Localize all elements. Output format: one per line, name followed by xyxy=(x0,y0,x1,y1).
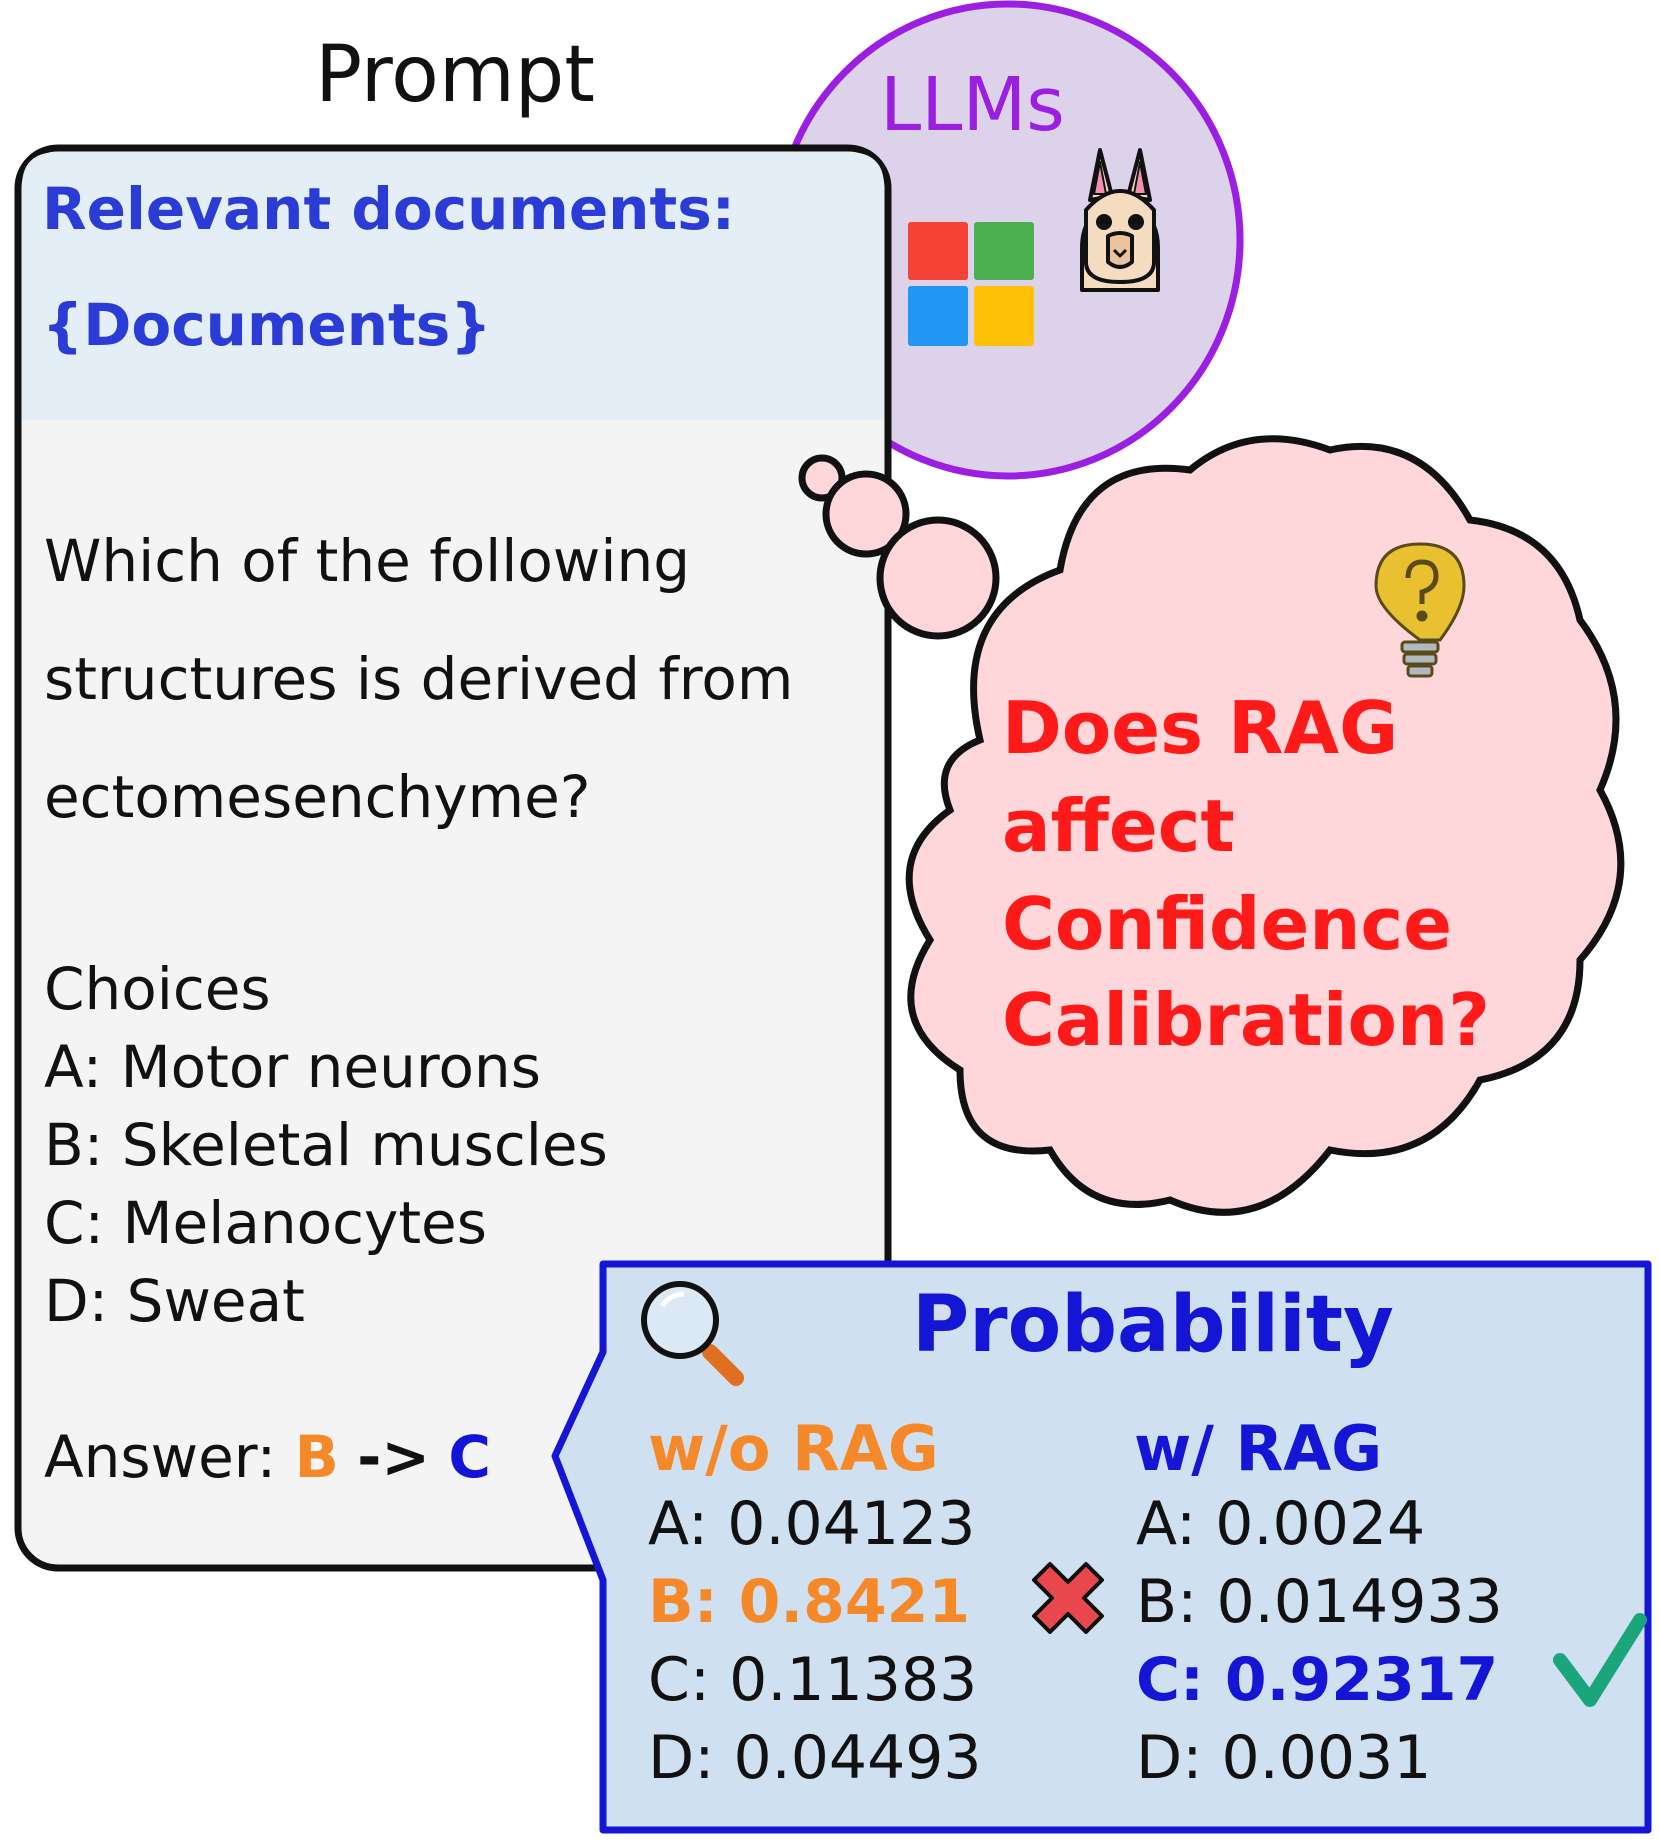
lightbulb-question-icon xyxy=(1374,542,1466,678)
red-cross-icon xyxy=(1032,1562,1104,1634)
magnifier-icon xyxy=(641,1281,744,1386)
prompt-title: Prompt xyxy=(315,30,595,120)
relevant-documents-label: Relevant documents: xyxy=(42,175,735,243)
without-rag-value: D: 0.04493 xyxy=(648,1723,982,1793)
documents-placeholder: {Documents} xyxy=(42,291,492,359)
choice-item: C: Melanocytes xyxy=(44,1189,487,1257)
with-rag-value: B: 0.014933 xyxy=(1136,1567,1503,1637)
answer-before: B xyxy=(294,1423,339,1491)
probability-title: Probability xyxy=(912,1280,1394,1370)
question-line: Which of the following xyxy=(44,527,691,595)
choice-item: A: Motor neurons xyxy=(44,1033,541,1101)
cloud-question-line: affect xyxy=(1002,784,1235,868)
probability-panel xyxy=(551,1260,1652,1834)
with-rag-value: D: 0.0031 xyxy=(1136,1723,1432,1793)
without-rag-value: A: 0.04123 xyxy=(648,1489,976,1559)
answer-after: C xyxy=(448,1423,491,1491)
without-rag-value: C: 0.11383 xyxy=(648,1645,978,1715)
choice-item: D: Sweat xyxy=(44,1267,305,1335)
windows-logo-icon xyxy=(908,222,1034,346)
with-rag-header: w/ RAG xyxy=(1134,1412,1383,1485)
prompt-panel xyxy=(14,144,892,1572)
without-rag-header: w/o RAG xyxy=(648,1412,939,1485)
cloud-question-line: Confidence xyxy=(1002,882,1453,966)
with-rag-value: A: 0.0024 xyxy=(1136,1489,1426,1559)
llms-label: LLMs xyxy=(880,62,1065,148)
with-rag-value: C: 0.92317 xyxy=(1136,1645,1499,1715)
cloud-question-line: Calibration? xyxy=(1002,978,1491,1062)
choice-item: B: Skeletal muscles xyxy=(44,1111,608,1179)
cloud-question-line: Does RAG xyxy=(1002,686,1399,770)
answer-arrow: -> xyxy=(357,1423,430,1491)
choices-label: Choices xyxy=(44,955,271,1023)
llama-icon xyxy=(1080,148,1160,292)
green-check-icon xyxy=(1553,1613,1647,1707)
without-rag-value: B: 0.8421 xyxy=(648,1567,971,1637)
answer-line: Answer: B -> C xyxy=(44,1428,491,1486)
answer-label: Answer: xyxy=(44,1423,277,1491)
thought-trail xyxy=(798,454,1000,640)
question-line: ectomesenchyme? xyxy=(44,763,591,831)
question-line: structures is derived from xyxy=(44,645,794,713)
